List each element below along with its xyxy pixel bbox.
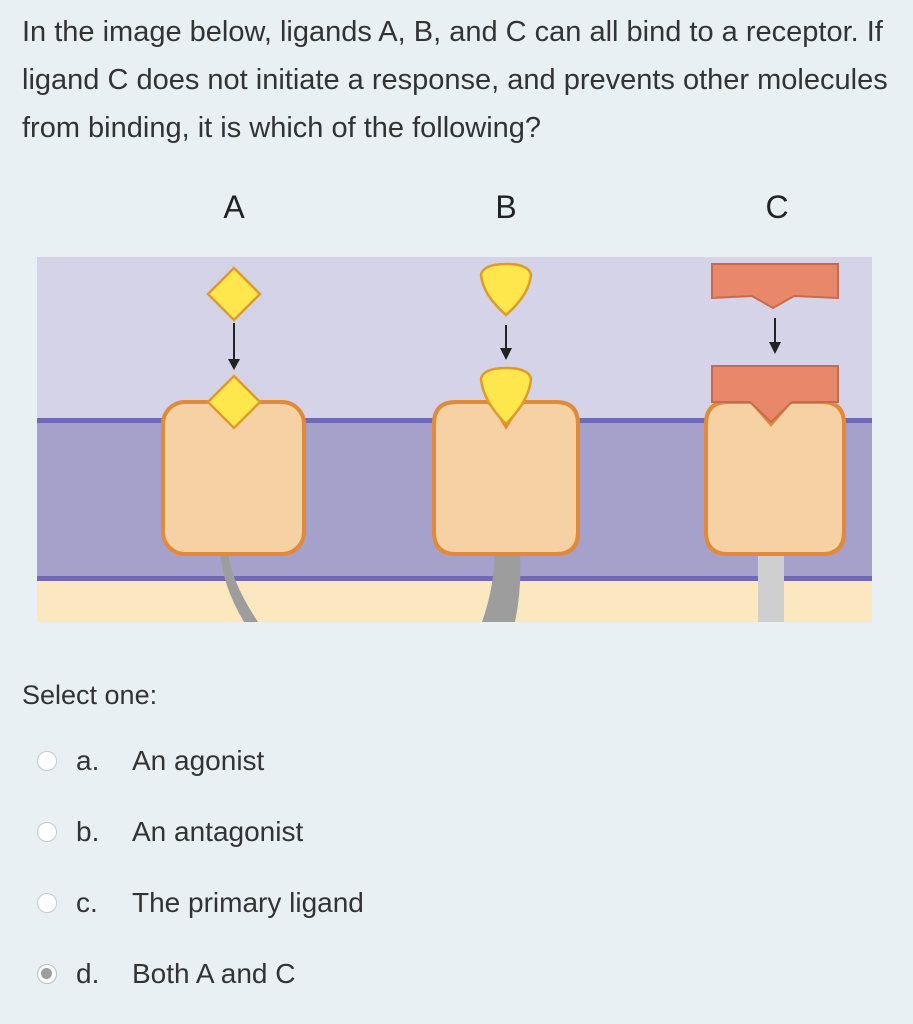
cytoplasm	[37, 581, 872, 622]
option-a[interactable]: a. An agonist	[0, 725, 913, 796]
arrow-down-icon	[769, 318, 781, 354]
ligand-b-free-icon	[479, 262, 533, 317]
option-letter: a.	[76, 744, 100, 776]
ligand-c-free-icon	[711, 263, 839, 310]
option-text: Both A and C	[132, 957, 296, 989]
ligand-b-bound-icon	[479, 366, 533, 426]
option-text: An antagonist	[132, 815, 304, 847]
option-c[interactable]: c. The primary ligand	[0, 867, 913, 938]
radio-button[interactable]	[37, 821, 57, 842]
answer-options: a. An agonist b. An antagonist c. The pr…	[0, 725, 913, 1009]
arrow-down-icon	[500, 325, 512, 360]
option-letter: c.	[76, 886, 98, 918]
membrane-bottom-line	[37, 576, 872, 581]
radio-button[interactable]	[37, 892, 57, 913]
label-a: A	[223, 189, 245, 225]
radio-button-selected[interactable]	[37, 963, 57, 984]
option-text: The primary ligand	[132, 886, 364, 918]
option-letter: b.	[76, 815, 100, 847]
option-b[interactable]: b. An antagonist	[0, 796, 913, 867]
option-text: An agonist	[132, 744, 265, 776]
receptor-b	[432, 400, 580, 622]
option-d[interactable]: d. Both A and C	[0, 938, 913, 1009]
ligand-c-bound-icon	[711, 365, 839, 424]
label-b: B	[495, 189, 516, 225]
radio-button[interactable]	[37, 750, 57, 771]
option-letter: d.	[76, 957, 100, 989]
select-one-label: Select one:	[22, 680, 158, 710]
arrow-down-icon	[228, 323, 240, 370]
label-c: C	[765, 189, 788, 225]
ligand-a-bound-icon	[206, 374, 262, 430]
receptor-c	[704, 400, 846, 622]
question-text: In the image below, ligands A, B, and C …	[22, 16, 888, 144]
receptor-ligand-diagram: A B C	[0, 180, 913, 640]
ligand-a-free-icon	[206, 266, 262, 322]
